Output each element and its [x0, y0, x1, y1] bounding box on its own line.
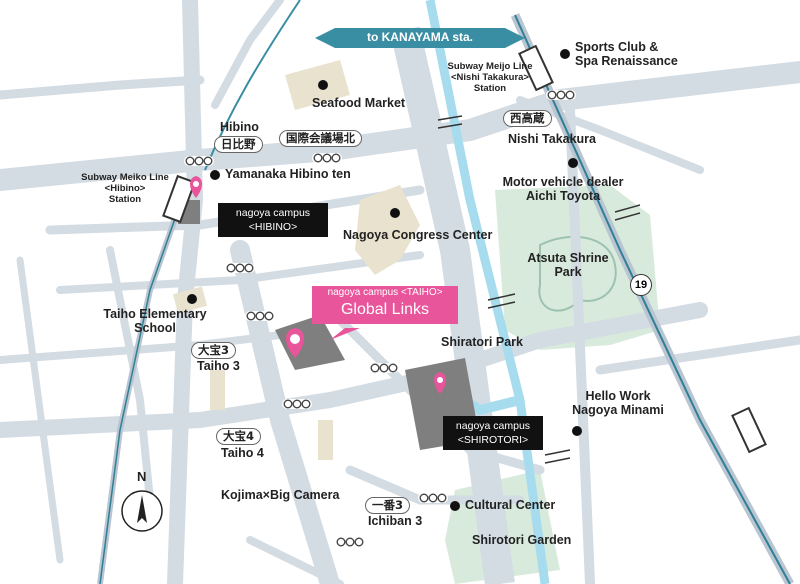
river	[425, 0, 550, 584]
kojima-label: Kojima×Big Camera	[221, 488, 340, 502]
sports-club-label: Sports Club & Spa Renaissance	[560, 40, 678, 69]
hibino-campus-callout: nagoya campus <HIBINO>	[218, 203, 328, 237]
main-avenue	[390, 26, 515, 584]
hibino-campus-line1: nagoya campus	[235, 207, 311, 219]
atsuta-shrine-label: Atsuta Shrine Park	[527, 251, 609, 280]
shirotori-campus-line1: nagoya campus	[455, 420, 531, 432]
taiho-campus-line2: Global Links	[340, 301, 430, 318]
traffic-signal-icon	[245, 311, 275, 321]
traffic-signal-icon	[418, 493, 448, 503]
traffic-signals	[184, 90, 576, 547]
taiho4-jp-label: 大宝4	[216, 428, 262, 445]
nishitakakura-jp-label: 西高蔵	[503, 110, 552, 127]
yamanaka-label: Yamanaka Hibino ten	[210, 167, 351, 181]
meijo-rail-center	[514, 14, 791, 584]
taiho4-label: Taiho 4	[221, 446, 264, 460]
compass-label: N	[137, 469, 147, 484]
atsuta-pond	[538, 235, 617, 312]
hibino-pin	[190, 176, 202, 198]
kanayama-banner-label: to KANAYAMA sta.	[366, 30, 474, 44]
cultural-center-label: Cultural Center	[450, 498, 555, 512]
taiho-campus-callout: nagoya campus <TAIHO> Global Links	[312, 286, 458, 324]
shiratori-park-label: Shiratori Park	[441, 335, 523, 349]
poi-dot	[210, 169, 220, 180]
poi-dot	[560, 49, 570, 60]
ichiban3-label: Ichiban 3	[368, 514, 423, 528]
nagoya-congress-label: Nagoya Congress Center	[343, 228, 493, 242]
taiho-school-label: Taiho Elementary School	[103, 307, 207, 336]
buildings	[172, 60, 420, 460]
motor-dealer-dot	[568, 158, 578, 168]
traffic-signal-icon	[335, 537, 365, 547]
motor-dealer-label: Motor vehicle dealer Aichi Toyota	[502, 175, 624, 204]
kanayama-banner-shape	[315, 28, 525, 48]
traffic-signal-icon	[282, 399, 312, 409]
bridges	[437, 115, 641, 464]
kokusai-jp-label: 国際会議場北	[279, 130, 362, 147]
hibino-jp-label: 日比野	[214, 136, 263, 153]
traffic-signal-icon	[546, 90, 576, 100]
taiho-campus-line1: nagoya campus <TAIHO>	[327, 287, 443, 298]
meiko-rail-center	[99, 189, 186, 584]
meiko-station-block	[162, 174, 196, 224]
taiho3-jp-label: 大宝3	[191, 342, 237, 359]
traffic-signal-icon	[225, 263, 255, 273]
nishi-takakura-label: Nishi Takakura	[508, 132, 597, 146]
hello-work-label: Hello Work Nagoya Minami	[572, 389, 664, 418]
meiko-station-label: Subway Meiko Line <Hibino> Station	[81, 172, 169, 205]
poi-dot	[450, 500, 460, 511]
hibino-campus-line2: <HIBINO>	[248, 221, 298, 233]
taiho3-label: Taiho 3	[197, 359, 240, 373]
hibino-label: Hibino	[220, 120, 259, 134]
taiho-callout-pointer	[330, 328, 360, 340]
meijo-station-block	[518, 44, 554, 92]
seafood-market-label: Seafood Market	[312, 96, 406, 110]
taiho-school-dot	[187, 294, 197, 304]
hello-work-dot	[572, 426, 582, 436]
traffic-signal-icon	[369, 363, 399, 373]
shirotori-pin	[434, 372, 446, 394]
ichiban3-jp-label: 一番3	[365, 497, 411, 514]
route-19-badge: 19	[630, 274, 652, 296]
seafood-market-dot	[318, 80, 328, 90]
compass-icon	[121, 490, 163, 532]
traffic-signal-icon	[312, 153, 342, 163]
south-station-block	[731, 406, 767, 454]
congress-dot	[390, 208, 400, 218]
meijo-station-label: Subway Meijo Line <Nishi Takakura> Stati…	[447, 61, 533, 94]
shirotori-campus-line2: <SHIROTORI>	[457, 434, 529, 446]
traffic-signal-icon	[184, 156, 214, 166]
kanayama-line	[204, 0, 301, 171]
shirotori-campus-callout: nagoya campus <SHIROTORI>	[443, 416, 543, 450]
shirotori-garden-label: Shirotori Garden	[472, 533, 572, 547]
taiho-pin	[286, 328, 304, 358]
